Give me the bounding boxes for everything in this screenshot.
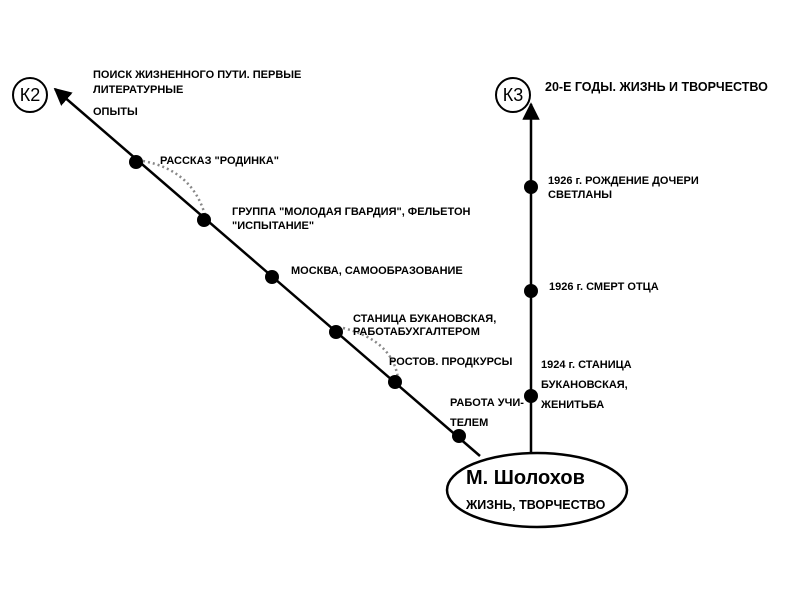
k3-event-label: 1926 г. РОЖДЕНИЕ ДОЧЕРИ	[548, 175, 699, 187]
k2-event-label: РОСТОВ. ПРОДКУРСЫ	[389, 356, 513, 368]
k2-marker-circle	[12, 77, 48, 113]
k3-event-dot	[524, 389, 538, 403]
k2-event-label: ТЕЛЕМ	[450, 417, 488, 429]
k2-event-label: РАБОТА УЧИ-	[450, 397, 524, 409]
k3-marker-label: К3	[503, 85, 524, 105]
center-title: М. Шолохов	[466, 467, 585, 489]
k3-event-label: БУКАНОВСКАЯ,	[541, 379, 628, 391]
k2-marker-label: К2	[20, 85, 41, 105]
k3-event-dot	[524, 180, 538, 194]
k2-event-dot	[388, 375, 402, 389]
k2-event-label: РАССКАЗ "РОДИНКА"	[160, 155, 279, 167]
k2-heading-line-3: ОПЫТЫ	[93, 106, 138, 118]
k2-heading-line-1: ПОИСК ЖИЗНЕННОГО ПУТИ. ПЕРВЫЕ	[93, 69, 301, 81]
k2-event-dot	[329, 325, 343, 339]
k3-event-label: 1926 г. СМЕРТ ОТЦА	[549, 281, 659, 293]
k2-event-label: ГРУППА "МОЛОДАЯ ГВАРДИЯ", ФЕЛЬЕТОН	[232, 206, 471, 218]
k2-heading-line-2: ЛИТЕРАТУРНЫЕ	[93, 84, 183, 96]
k3-event-label: СВЕТЛАНЫ	[548, 189, 612, 201]
k2-event-label: СТАНИЦА БУКАНОВСКАЯ,	[353, 313, 496, 325]
dotted-connector-2	[342, 326, 400, 379]
k3-event-label: 1924 г. СТАНИЦА	[541, 359, 632, 371]
k2-event-dot	[197, 213, 211, 227]
k3-heading: 20-Е ГОДЫ. ЖИЗНЬ И ТВОРЧЕСТВО	[545, 80, 768, 94]
k3-marker-circle	[495, 77, 531, 113]
k2-event-label: "ИСПЫТАНИЕ"	[232, 220, 314, 232]
k2-event-label: РАБОТАБУХГАЛТЕРОМ	[353, 326, 480, 338]
k2-event-dot	[452, 429, 466, 443]
k2-event-label: МОСКВА, САМООБРАЗОВАНИЕ	[291, 265, 463, 277]
k2-event-dot	[265, 270, 279, 284]
k2-event-dot	[129, 155, 143, 169]
center-node	[445, 451, 629, 529]
dotted-connector-1	[142, 159, 207, 216]
center-subtitle: ЖИЗНЬ, ТВОРЧЕСТВО	[465, 498, 606, 512]
k3-event-dot	[524, 284, 538, 298]
k3-event-label: ЖЕНИТЬБА	[540, 399, 604, 411]
